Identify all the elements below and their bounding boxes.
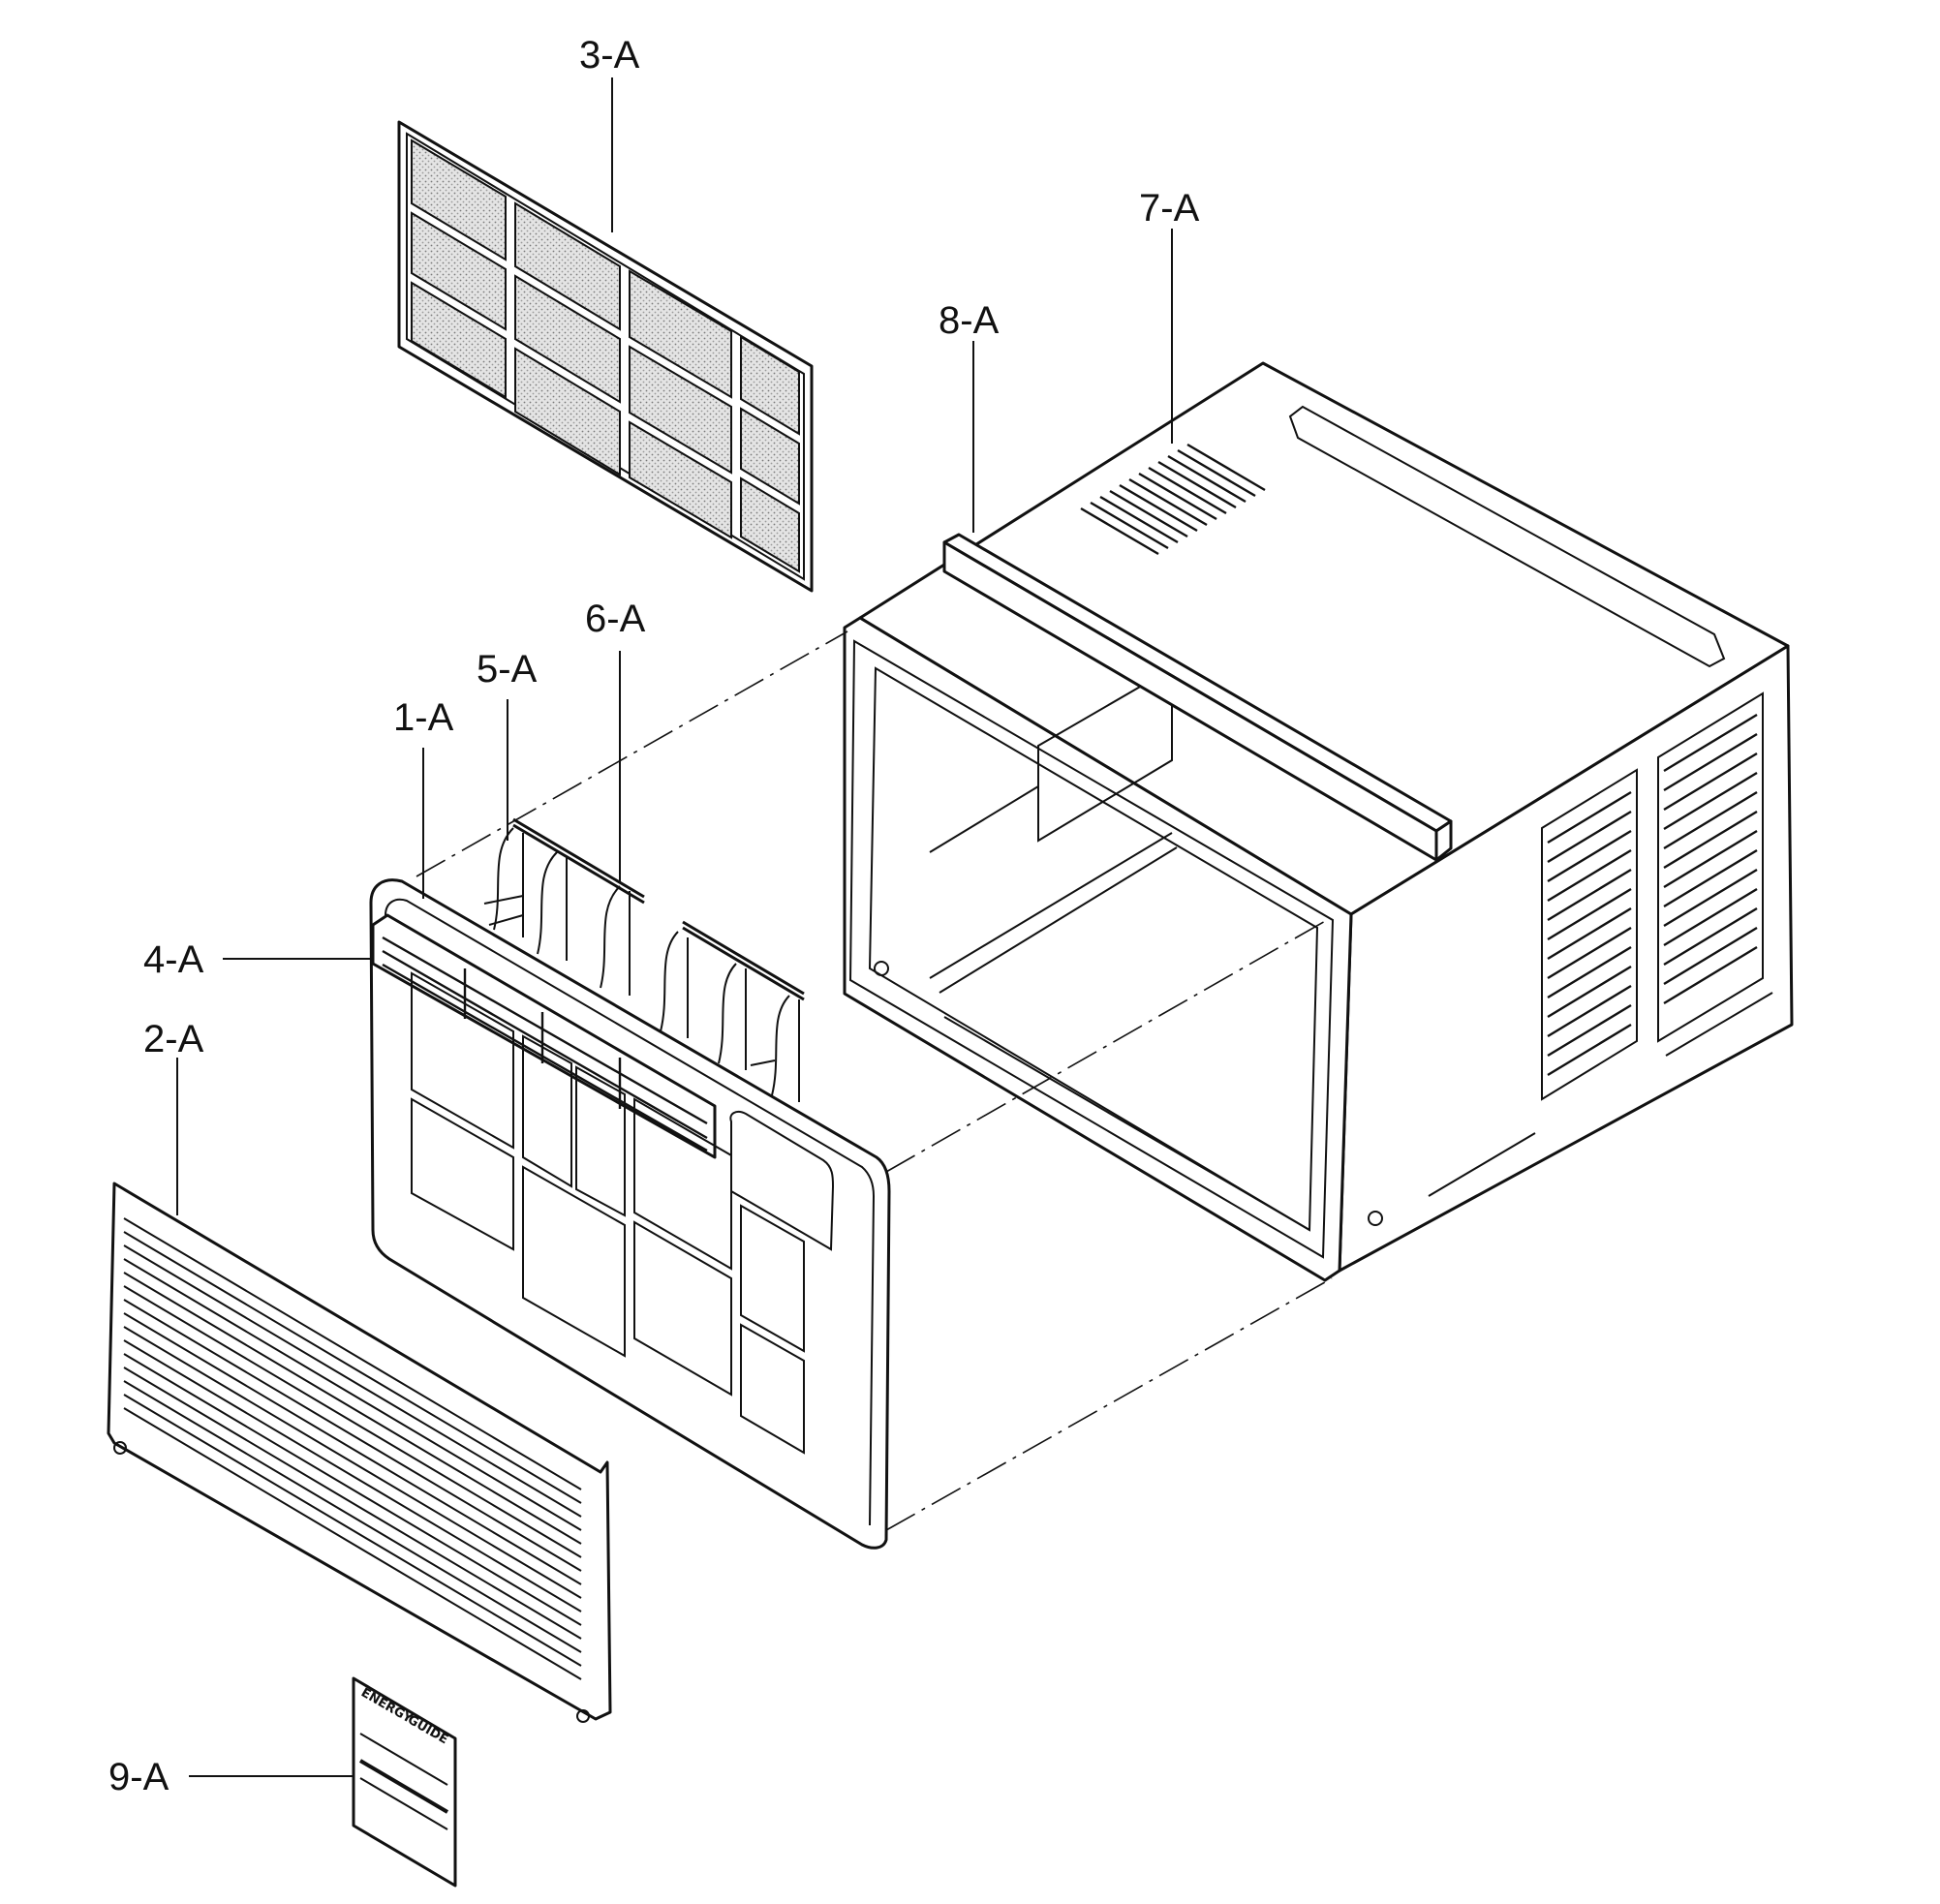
leader-lines bbox=[176, 77, 1173, 1777]
side-louvers-right bbox=[1657, 691, 1764, 1043]
part-labels: 3-A 7-A 8-A 6-A 5-A 1-A 4-A 2-A 9-A bbox=[108, 34, 1200, 1798]
label-1-a: 1-A bbox=[393, 696, 454, 739]
louver-set-lower bbox=[660, 920, 805, 1102]
cabinet-shell bbox=[843, 361, 1794, 1282]
label-3-a: 3-A bbox=[579, 34, 640, 77]
front-grille-part bbox=[107, 1182, 612, 1723]
label-5-a: 5-A bbox=[477, 648, 538, 691]
label-2-a: 2-A bbox=[143, 1018, 204, 1060]
label-4-a: 4-A bbox=[143, 938, 204, 981]
energy-guide-part: ENERGY GUIDE bbox=[352, 1676, 457, 1888]
label-7-a: 7-A bbox=[1139, 187, 1200, 230]
air-filter-part bbox=[397, 120, 814, 593]
top-rail-part bbox=[942, 533, 1453, 862]
label-6-a: 6-A bbox=[585, 598, 646, 640]
top-vent-grill bbox=[1080, 443, 1266, 556]
assembly-guide-lines bbox=[416, 630, 1333, 1531]
front-grille-slats bbox=[123, 1217, 582, 1680]
label-8-a: 8-A bbox=[939, 299, 1000, 342]
front-frame-part bbox=[369, 878, 891, 1550]
side-louvers-left bbox=[1541, 768, 1638, 1101]
label-9-a: 9-A bbox=[108, 1756, 169, 1798]
